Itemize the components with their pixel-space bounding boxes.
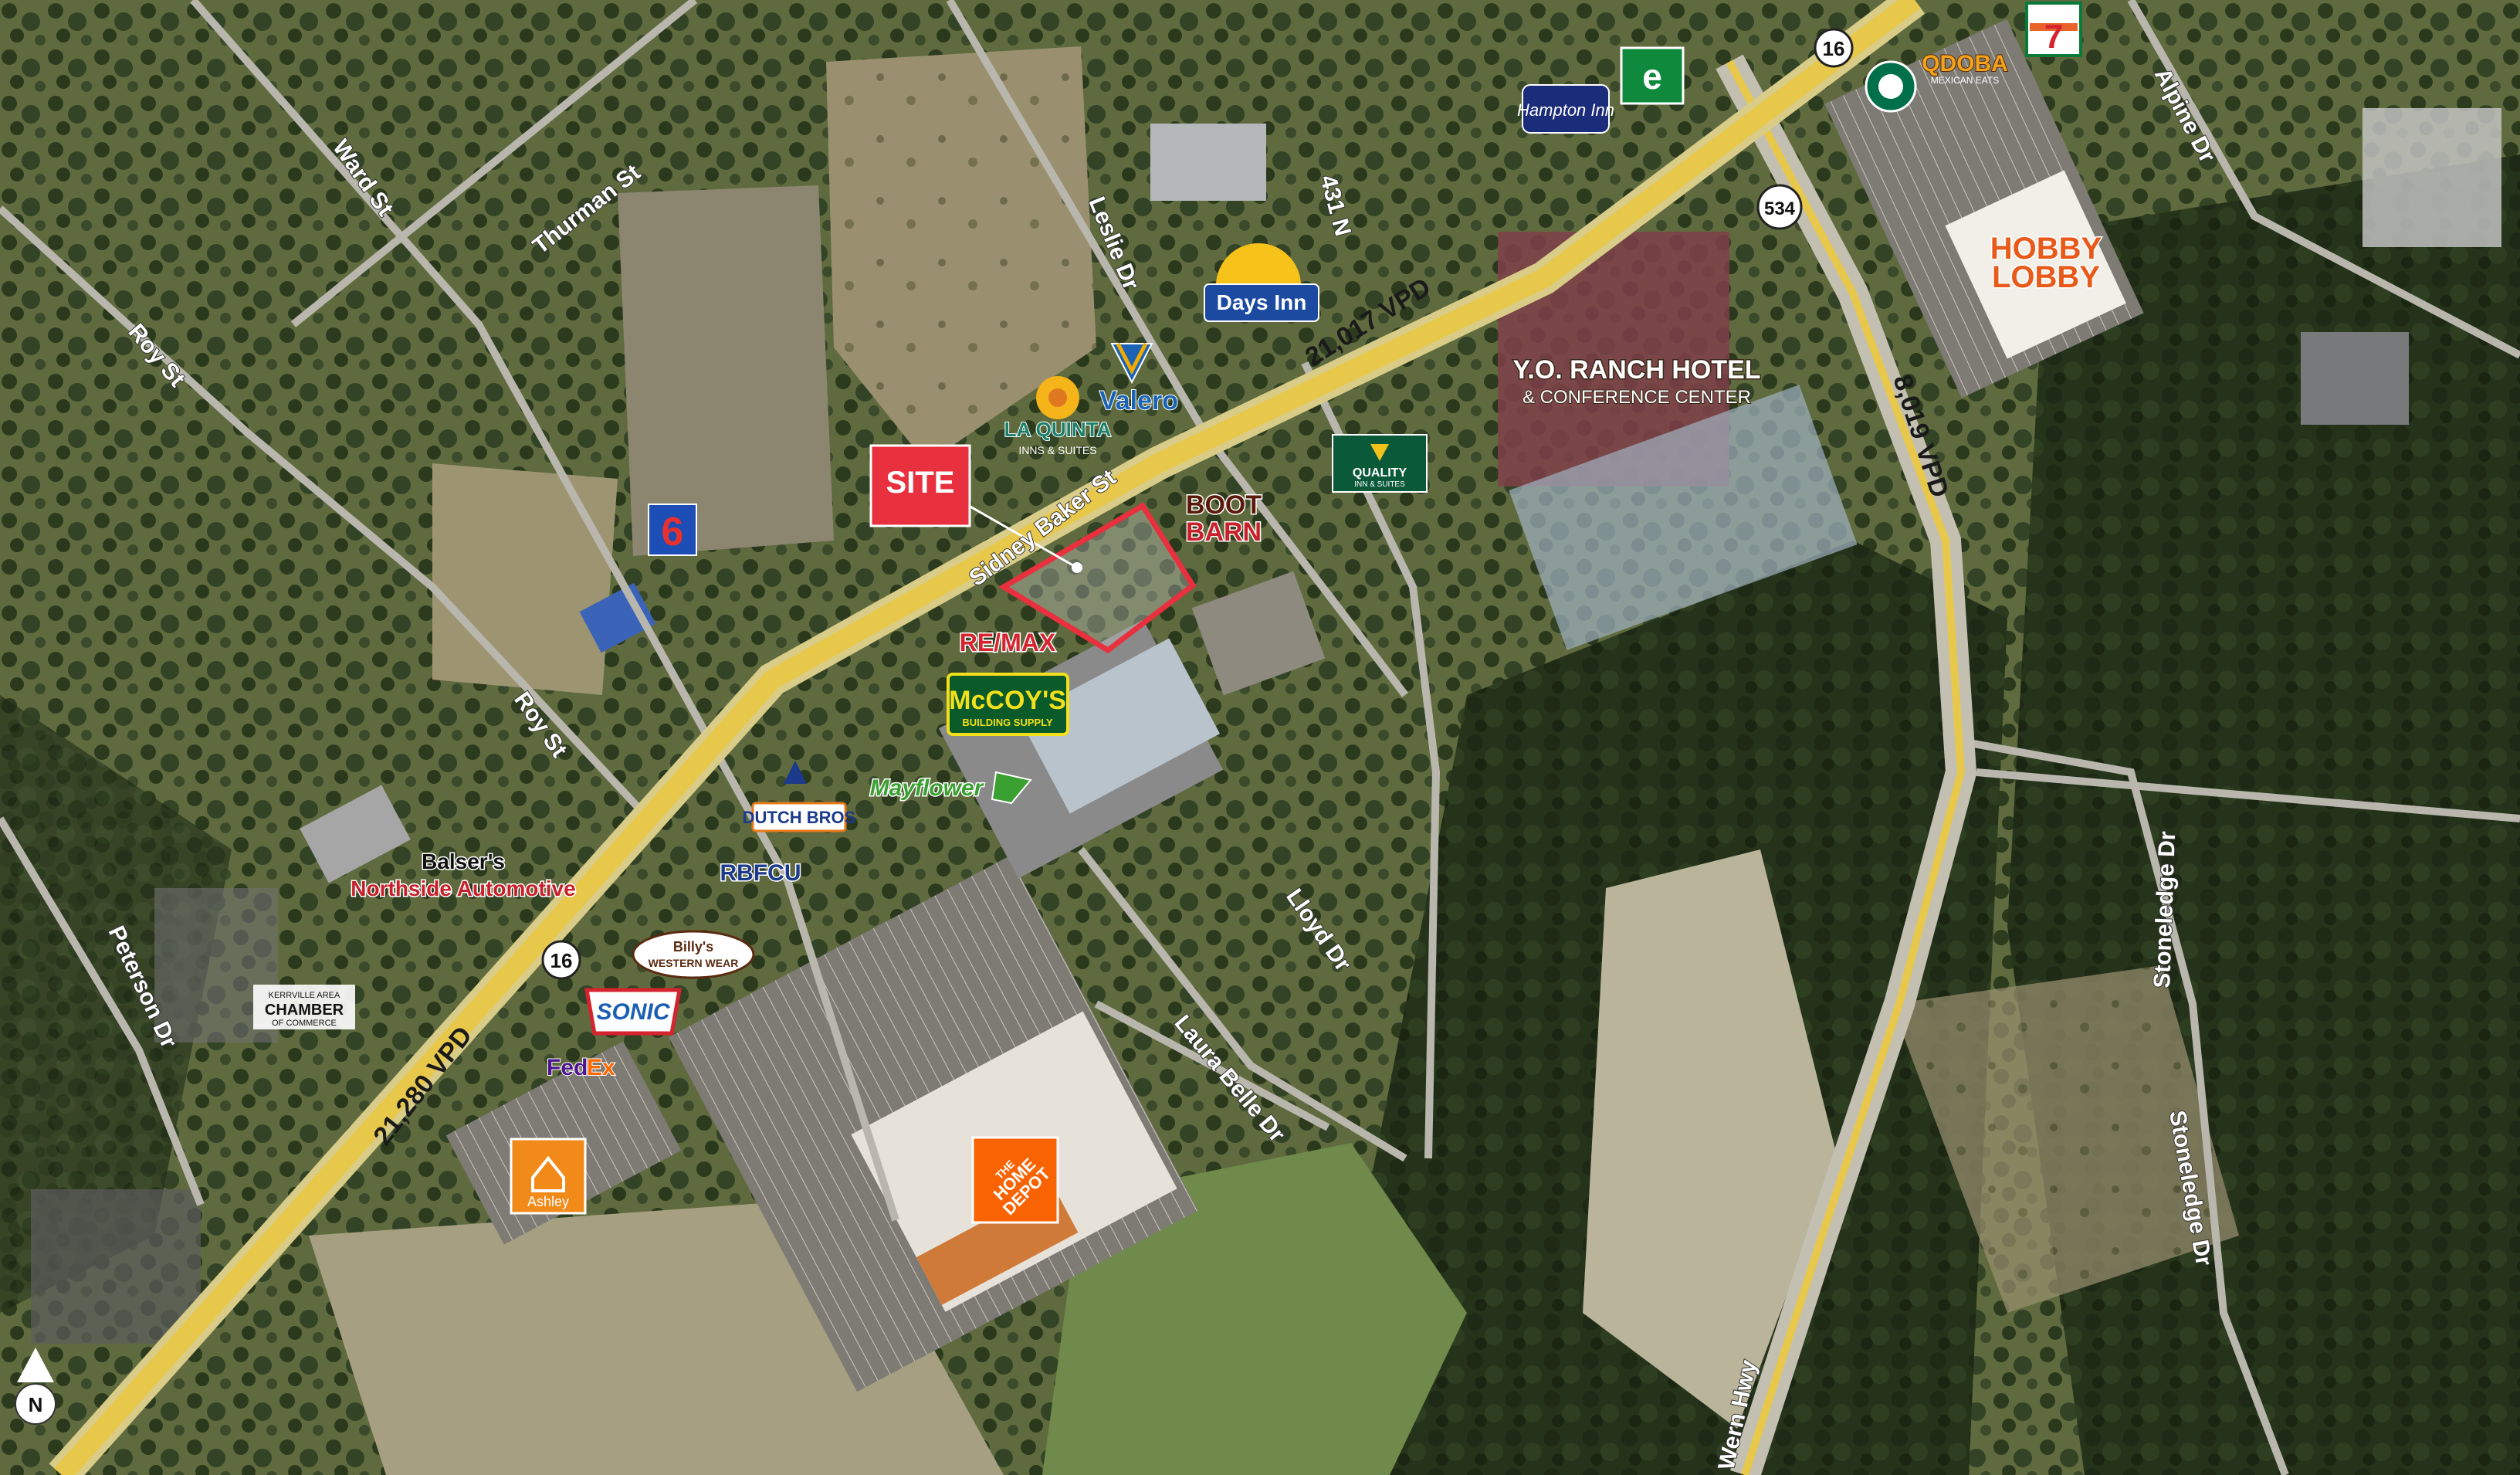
- street-stoneledge-top: Stoneledge Dr: [2149, 831, 2180, 989]
- svg-text:16: 16: [1823, 37, 1845, 60]
- home-depot-logo: THE HOME DEPOT: [971, 1136, 1059, 1224]
- mayflower-logo: Mayflower: [869, 771, 1032, 805]
- svg-text:N: N: [29, 1393, 43, 1416]
- site-badge[interactable]: SITE: [869, 444, 971, 527]
- svg-text:INNS & SUITES: INNS & SUITES: [1018, 444, 1096, 456]
- dutch-bros-logo: DUTCH BROS: [743, 761, 856, 832]
- north-arrow: N: [15, 1348, 56, 1425]
- remax-logo: RE/MAX: [958, 628, 1057, 658]
- ashley-logo: Ashley: [510, 1138, 587, 1215]
- svg-text:RE/MAX: RE/MAX: [960, 629, 1056, 656]
- enterprise-logo: e: [1620, 46, 1685, 105]
- svg-text:McCOY'S: McCOY'S: [949, 686, 1066, 715]
- svg-text:Northside Automotive: Northside Automotive: [351, 877, 575, 900]
- la-quinta-logo: LA QUINTA INNS & SUITES: [1004, 376, 1113, 456]
- svg-text:MEXICAN EATS: MEXICAN EATS: [1931, 75, 1999, 86]
- svg-text:Ex: Ex: [587, 1055, 615, 1080]
- svg-text:Y.O. RANCH HOTEL: Y.O. RANCH HOTEL: [1512, 355, 1760, 385]
- sonic-logo: SONIC: [584, 988, 682, 1036]
- chamber-of-commerce-logo: KERRVILLE AREA CHAMBER OF COMMERCE: [253, 985, 355, 1029]
- hobby-lobby-logo: HOBBY LOBBY: [1989, 231, 2103, 296]
- rbfcu-logo: RBFCU: [719, 860, 802, 887]
- svg-text:6: 6: [662, 510, 684, 554]
- svg-text:Mayflower: Mayflower: [870, 775, 985, 801]
- svg-text:WESTERN WEAR: WESTERN WEAR: [649, 957, 739, 969]
- svg-text:Billy's: Billy's: [673, 939, 713, 955]
- svg-text:RBFCU: RBFCU: [720, 860, 801, 886]
- site-parcel: [998, 502, 1197, 654]
- yo-ranch-hotel-logo: Y.O. RANCH HOTEL & CONFERENCE CENTER: [1512, 354, 1762, 409]
- site-leader-line: [968, 504, 1078, 569]
- qdoba-logo: QDOBA MEXICAN EATS: [1921, 50, 2009, 86]
- svg-text:534: 534: [1764, 198, 1796, 219]
- svg-text:Fed: Fed: [547, 1055, 588, 1080]
- svg-text:Ashley: Ashley: [527, 1194, 569, 1209]
- svg-text:CHAMBER: CHAMBER: [265, 1002, 344, 1019]
- svg-text:16: 16: [550, 949, 573, 972]
- hwy-16-shield-top: 16: [1814, 28, 1854, 68]
- svg-text:SITE: SITE: [886, 466, 955, 500]
- svg-text:DUTCH BROS: DUTCH BROS: [743, 808, 856, 827]
- hwy-16-shield-bottom: 16: [541, 940, 581, 980]
- svg-text:LA QUINTA: LA QUINTA: [1004, 418, 1112, 441]
- svg-text:Hampton Inn: Hampton Inn: [1517, 100, 1614, 120]
- svg-text:Days Inn: Days Inn: [1217, 290, 1307, 314]
- starbucks-logo: [1865, 60, 1917, 113]
- svg-text:BARN: BARN: [1186, 517, 1262, 547]
- svg-text:HOBBY: HOBBY: [1990, 232, 2102, 266]
- seven-eleven-logo: 7: [2025, 2, 2082, 57]
- quality-inn-logo: QUALITY INN & SUITES: [1332, 434, 1428, 493]
- svg-text:LOBBY: LOBBY: [1992, 260, 2100, 294]
- svg-text:e: e: [1642, 56, 1662, 97]
- svg-text:QDOBA: QDOBA: [1922, 51, 2008, 76]
- svg-text:OF COMMERCE: OF COMMERCE: [272, 1019, 337, 1028]
- boot-barn-logo: BOOT BARN: [1184, 490, 1262, 548]
- balsers-logo: Balser's Northside Automotive: [350, 849, 577, 902]
- svg-text:INN & SUITES: INN & SUITES: [1354, 480, 1405, 489]
- svg-text:Balser's: Balser's: [422, 849, 505, 873]
- motel-6-logo: 6: [648, 504, 697, 556]
- mccoys-logo: McCOY'S BUILDING SUPPLY: [947, 673, 1069, 736]
- svg-text:& CONFERENCE CENTER: & CONFERENCE CENTER: [1522, 387, 1751, 408]
- svg-text:SONIC: SONIC: [596, 999, 670, 1025]
- svg-text:Valero: Valero: [1099, 386, 1178, 415]
- hampton-inn-logo: Hampton Inn: [1517, 84, 1614, 134]
- billys-western-wear-logo: Billy's WESTERN WEAR: [632, 930, 755, 979]
- svg-text:7: 7: [2044, 18, 2063, 56]
- days-inn-logo: Days Inn: [1204, 243, 1319, 322]
- fedex-logo: Fed Ex: [546, 1054, 616, 1081]
- svg-text:QUALITY: QUALITY: [1353, 466, 1407, 480]
- svg-text:BUILDING SUPPLY: BUILDING SUPPLY: [962, 717, 1053, 728]
- svg-text:BOOT: BOOT: [1186, 490, 1262, 520]
- valero-logo: Valero: [1099, 342, 1179, 416]
- svg-text:KERRVILLE AREA: KERRVILLE AREA: [269, 991, 340, 1000]
- hwy-534-shield: 534: [1756, 184, 1803, 230]
